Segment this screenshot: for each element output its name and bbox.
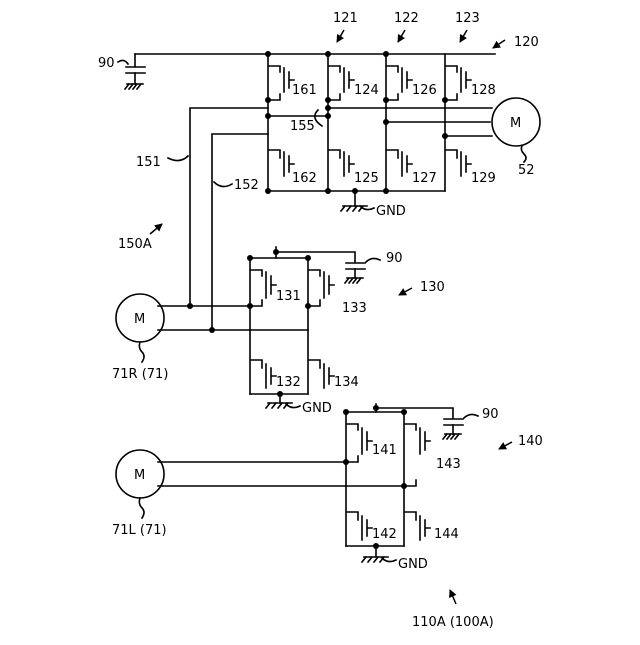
label-150a: 150A	[118, 237, 152, 252]
leader-90-top	[118, 60, 128, 64]
leader-155	[315, 110, 322, 126]
label-90-top: 90	[98, 56, 115, 71]
leader-gnd-low	[382, 558, 396, 562]
label-129: 129	[471, 171, 496, 186]
label-142: 142	[372, 527, 397, 542]
label-125: 125	[354, 171, 379, 186]
label-gnd-mid: GND	[302, 401, 332, 416]
label-151: 151	[136, 155, 161, 170]
leader-gnd-mid	[286, 404, 300, 408]
inverter-140	[158, 404, 463, 562]
arrow-122	[398, 30, 405, 42]
label-155: 155	[290, 119, 315, 134]
transistor-144	[404, 486, 416, 546]
transistor-161	[268, 54, 280, 100]
label-141: 141	[372, 443, 397, 458]
label-52: 52	[518, 163, 535, 178]
transistor-132	[250, 306, 262, 394]
transistor-143	[404, 412, 416, 486]
label-127: 127	[412, 171, 437, 186]
reference-arrows	[150, 30, 512, 604]
arrow-110a	[450, 590, 456, 604]
leader-151	[168, 156, 188, 161]
label-gnd-low: GND	[398, 557, 428, 572]
label-71l: 71L (71)	[112, 523, 167, 538]
junction-dots	[187, 51, 448, 549]
capacitor-90-top	[126, 67, 145, 73]
line-151	[190, 108, 268, 306]
label-144: 144	[434, 527, 459, 542]
label-140: 140	[518, 434, 543, 449]
leader-90-low	[464, 414, 478, 418]
label-110a: 110A (100A)	[412, 615, 494, 630]
label-128: 128	[471, 83, 496, 98]
transistor-129	[445, 100, 457, 191]
motor-71l-letter: M	[134, 468, 145, 483]
label-130: 130	[420, 280, 445, 295]
label-143: 143	[436, 457, 461, 472]
transistor-126	[386, 54, 398, 100]
label-161: 161	[292, 83, 317, 98]
label-gnd-top: GND	[376, 204, 406, 219]
label-90-low: 90	[482, 407, 499, 422]
arrow-150a	[150, 224, 162, 234]
line-152	[212, 134, 268, 330]
transistor-124	[328, 54, 340, 100]
leader-52	[521, 146, 526, 162]
label-90-mid: 90	[386, 251, 403, 266]
label-71r: 71R (71)	[112, 367, 168, 382]
capacitor-90-mid	[346, 263, 365, 269]
leader-90-mid	[366, 258, 380, 262]
motor-52-letter: M	[510, 116, 521, 131]
ground-symbol-90-top	[125, 84, 143, 89]
transistor-142	[346, 462, 358, 546]
leader-152	[214, 182, 232, 187]
label-124: 124	[354, 83, 379, 98]
transistor-133	[308, 258, 320, 306]
label-152: 152	[234, 178, 259, 193]
arrow-123	[460, 30, 467, 42]
motor-71r-letter: M	[134, 312, 145, 327]
label-126: 126	[412, 83, 437, 98]
label-162: 162	[292, 171, 317, 186]
transistor-134	[308, 306, 320, 394]
capacitor-90-low	[444, 419, 463, 425]
arrow-140	[499, 442, 512, 449]
transistor-131	[250, 258, 262, 306]
transistor-141	[346, 412, 358, 462]
label-133: 133	[342, 301, 367, 316]
label-120: 120	[514, 35, 539, 50]
label-123: 123	[455, 11, 480, 26]
arrow-120	[493, 40, 505, 48]
transistor-127	[386, 100, 398, 191]
transistor-128	[445, 54, 457, 100]
label-132: 132	[276, 375, 301, 390]
label-121: 121	[333, 11, 358, 26]
arrow-121	[337, 30, 344, 42]
label-131: 131	[276, 289, 301, 304]
label-122: 122	[394, 11, 419, 26]
label-134: 134	[334, 375, 359, 390]
arrow-130	[399, 288, 412, 295]
